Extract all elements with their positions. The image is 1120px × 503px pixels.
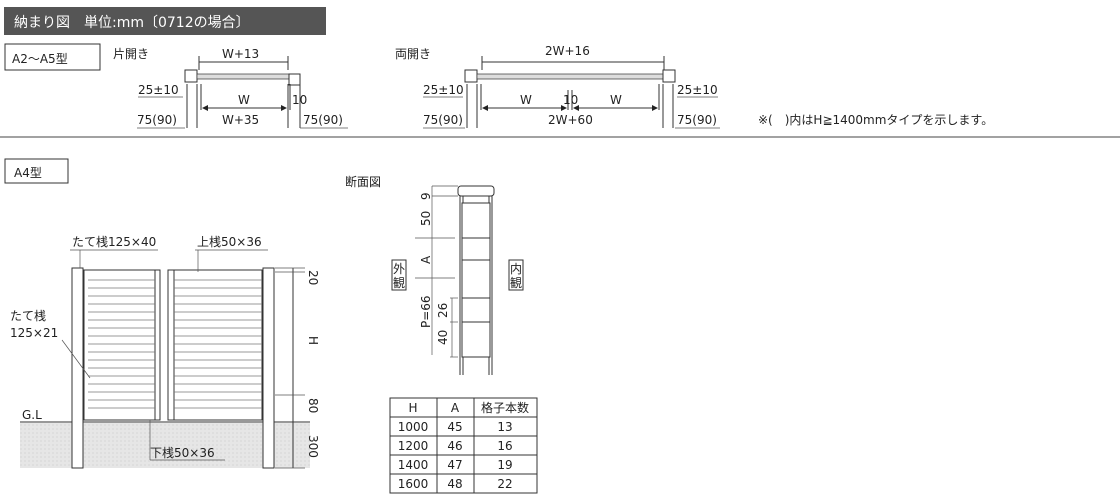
cell-a: 47 xyxy=(447,458,462,472)
cell-count: 19 xyxy=(497,458,512,472)
table-row: 1000 45 13 xyxy=(398,420,513,434)
type-label-a4: A4型 xyxy=(14,166,42,180)
footnote: ※( )内はH≧1400mmタイプを示します。 xyxy=(758,113,993,127)
inside-label-2: 観 xyxy=(510,276,522,290)
spec-table: H A 格子本数 1000 45 13 1200 46 16 1400 47 19 1600… xyxy=(389,397,538,494)
double-w-right: W xyxy=(610,93,622,107)
cell-a: 45 xyxy=(447,420,462,434)
inside-label-1: 内 xyxy=(510,262,522,276)
header-title: 納まり図 単位:mm〔0712の場合〕 xyxy=(14,15,250,31)
table-row: 1600 48 22 xyxy=(398,477,513,491)
double-gap-right: 25±10 xyxy=(677,83,718,97)
top-rail-label: 上桟50×36 xyxy=(197,235,262,249)
stile-inner-label-2: 125×21 xyxy=(10,326,58,340)
bottom-rail-label: 下桟50×36 xyxy=(150,446,215,460)
table-header-a: A xyxy=(451,401,460,415)
single-label: 片開き xyxy=(113,47,149,61)
table-header-h: H xyxy=(408,401,417,415)
a2-a5-section: A2〜A5型 片開き W+13 25±10 W 10 W+35 75(90) 7… xyxy=(4,43,993,129)
double-w-left: W xyxy=(520,93,532,107)
cross-section-diagram: 断面図 9 50 A P=66 26 40 外 観 xyxy=(345,174,524,375)
section-dim-26: 26 xyxy=(436,303,450,318)
single-swing-plan: 片開き W+13 25±10 W 10 W+35 75(90) 75(90) xyxy=(113,47,348,129)
cell-a: 46 xyxy=(447,439,462,453)
cell-count: 13 xyxy=(497,420,512,434)
double-post-right: 75(90) xyxy=(677,113,717,127)
stile-outer-label: たて桟125×40 xyxy=(72,235,156,249)
dim-top: 20 xyxy=(306,270,320,285)
table-header-count: 格子本数 xyxy=(481,400,529,415)
single-top-dim: W+13 xyxy=(222,47,259,61)
table-row: 1200 46 16 xyxy=(398,439,513,453)
ground-level-label: G.L xyxy=(22,408,42,422)
height-dimensions: 20 H 80 300 xyxy=(275,267,320,469)
single-w: W xyxy=(238,93,250,107)
double-post-left: 75(90) xyxy=(423,113,463,127)
double-center-gap: 10 xyxy=(563,93,578,107)
dim-bottom: 80 xyxy=(306,398,320,413)
section-dim-9: 9 xyxy=(419,192,433,200)
header-bar: 納まり図 単位:mm〔0712の場合〕 xyxy=(4,7,326,35)
section-dim-50: 50 xyxy=(419,211,433,226)
outside-label-1: 外 xyxy=(393,262,405,276)
single-bottom-dim: W+35 xyxy=(222,113,259,127)
cross-section-title: 断面図 xyxy=(345,174,381,189)
cell-count: 22 xyxy=(497,477,512,491)
cell-count: 16 xyxy=(497,439,512,453)
single-gap10: 10 xyxy=(292,93,307,107)
gate-elevation: G.L たて桟125×40 上桟50×36 たて桟 125×21 下桟50×36… xyxy=(10,235,320,469)
dim-height: H xyxy=(306,336,320,345)
cell-h: 1200 xyxy=(398,439,429,453)
type-label-a2-a5: A2〜A5型 xyxy=(12,52,68,66)
single-post-left: 75(90) xyxy=(137,113,177,127)
double-label: 両開き xyxy=(395,47,431,61)
section-dimension-lines xyxy=(415,185,458,358)
section-dim-40: 40 xyxy=(436,330,450,345)
section-dim-pitch: P=66 xyxy=(419,295,433,328)
cell-h: 1400 xyxy=(398,458,429,472)
a4-section: A4型 G.L たて桟125×40 上桟50×36 たて桟 125×21 下桟5… xyxy=(4,158,538,494)
cell-h: 1000 xyxy=(398,420,429,434)
double-top-dim: 2W+16 xyxy=(545,44,590,58)
single-post-right: 75(90) xyxy=(303,113,343,127)
double-swing-plan: 両開き 2W+16 25±10 25±10 W 10 W 2W+60 75(90… xyxy=(395,44,720,129)
stile-inner-label-1: たて桟 xyxy=(10,309,46,323)
outside-label-2: 観 xyxy=(393,276,405,290)
dim-embed: 300 xyxy=(306,435,320,458)
single-gap: 25±10 xyxy=(138,83,179,97)
section-dim-a: A xyxy=(419,255,433,264)
gate-slats xyxy=(88,279,262,409)
double-gap-left: 25±10 xyxy=(423,83,464,97)
double-bottom-dim: 2W+60 xyxy=(548,113,593,127)
cell-a: 48 xyxy=(447,477,462,491)
table-row: 1400 47 19 xyxy=(398,458,513,472)
cell-h: 1600 xyxy=(398,477,429,491)
